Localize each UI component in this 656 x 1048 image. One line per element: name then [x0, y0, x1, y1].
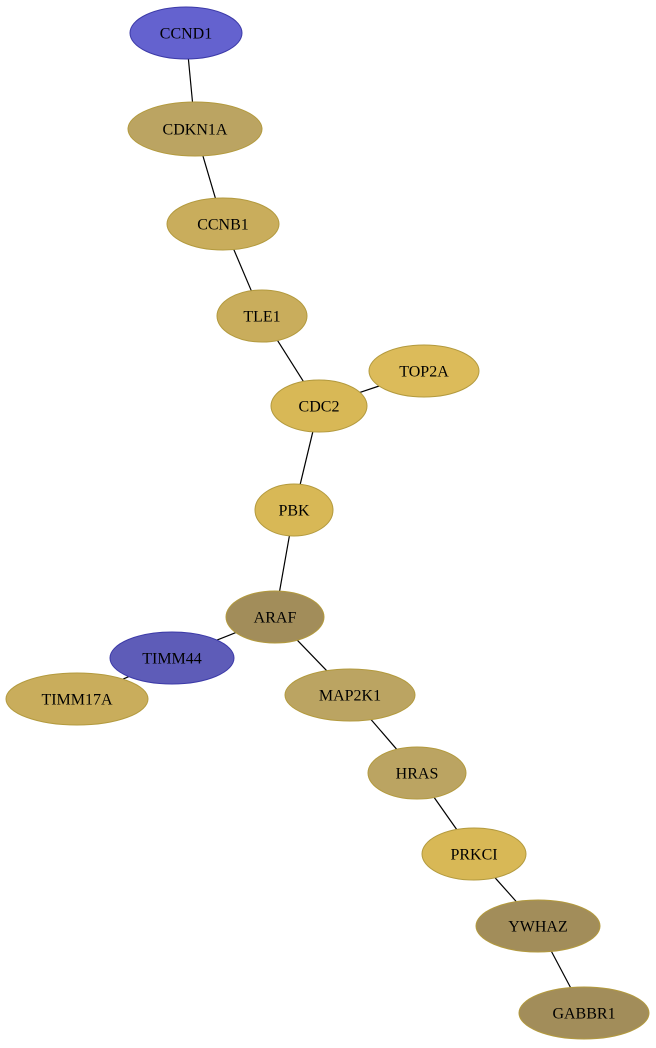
node-shape-hras	[367, 746, 467, 800]
edge-ywhaz-gabbr1	[550, 951, 572, 988]
node-ywhaz[interactable]: YWHAZ	[475, 899, 601, 953]
node-label-timm17a: TIMM17A	[41, 692, 113, 709]
node-tle1[interactable]: TLE1	[216, 289, 308, 343]
node-timm44[interactable]: TIMM44	[109, 631, 235, 685]
node-shape-tle1	[216, 289, 308, 343]
node-shape-top2a	[368, 344, 480, 398]
node-shape-ywhaz	[475, 899, 601, 953]
edge-cdc2-top2a	[359, 385, 380, 393]
node-shape-cdc2	[270, 379, 368, 433]
node-shape-pbk	[254, 483, 334, 537]
node-timm17a[interactable]: TIMM17A	[5, 672, 149, 726]
node-pbk[interactable]: PBK	[254, 483, 334, 537]
node-label-ywhaz: YWHAZ	[508, 919, 568, 936]
node-ccnd1[interactable]: CCND1	[129, 6, 243, 60]
node-cdc2[interactable]: CDC2	[270, 379, 368, 433]
node-shape-map2k1	[284, 668, 416, 722]
node-shape-gabbr1	[518, 986, 650, 1040]
node-shape-cdkn1a	[127, 101, 263, 157]
edge-ccnd1-cdkn1a	[187, 58, 194, 103]
node-label-araf: ARAF	[254, 610, 297, 627]
node-shape-timm17a	[5, 672, 149, 726]
node-label-ccnd1: CCND1	[160, 26, 212, 43]
edge-ccnb1-tle1	[233, 249, 252, 291]
edge-timm44-timm17a	[122, 676, 130, 680]
node-top2a[interactable]: TOP2A	[368, 344, 480, 398]
edge-araf-timm44	[216, 632, 237, 641]
node-cdkn1a[interactable]: CDKN1A	[127, 101, 263, 157]
node-gabbr1[interactable]: GABBR1	[518, 986, 650, 1040]
node-araf[interactable]: ARAF	[225, 590, 325, 644]
node-label-prkci: PRKCI	[450, 847, 497, 864]
node-shape-araf	[225, 590, 325, 644]
edge-cdkn1a-ccnb1	[202, 155, 216, 199]
node-label-ccnb1: CCNB1	[197, 217, 249, 234]
edge-hras-prkci	[433, 797, 458, 830]
node-label-cdkn1a: CDKN1A	[163, 122, 228, 139]
node-map2k1[interactable]: MAP2K1	[284, 668, 416, 722]
node-label-gabbr1: GABBR1	[552, 1006, 615, 1023]
edge-pbk-araf	[279, 535, 290, 592]
node-label-map2k1: MAP2K1	[319, 688, 381, 705]
node-prkci[interactable]: PRKCI	[421, 827, 527, 881]
edge-map2k1-hras	[370, 719, 398, 750]
node-shape-ccnd1	[129, 6, 243, 60]
node-shape-timm44	[109, 631, 235, 685]
node-label-hras: HRAS	[396, 766, 439, 783]
edge-cdc2-pbk	[299, 431, 314, 485]
node-ccnb1[interactable]: CCNB1	[166, 197, 280, 251]
node-label-tle1: TLE1	[243, 309, 280, 326]
edge-araf-map2k1	[296, 639, 328, 672]
node-label-cdc2: CDC2	[299, 399, 340, 416]
node-shape-ccnb1	[166, 197, 280, 251]
node-shape-prkci	[421, 827, 527, 881]
edges-layer	[122, 58, 572, 988]
node-label-top2a: TOP2A	[399, 364, 449, 381]
edge-tle1-cdc2	[276, 340, 304, 382]
edge-prkci-ywhaz	[494, 877, 517, 902]
node-label-pbk: PBK	[278, 503, 310, 520]
node-label-timm44: TIMM44	[142, 651, 202, 668]
node-hras[interactable]: HRAS	[367, 746, 467, 800]
